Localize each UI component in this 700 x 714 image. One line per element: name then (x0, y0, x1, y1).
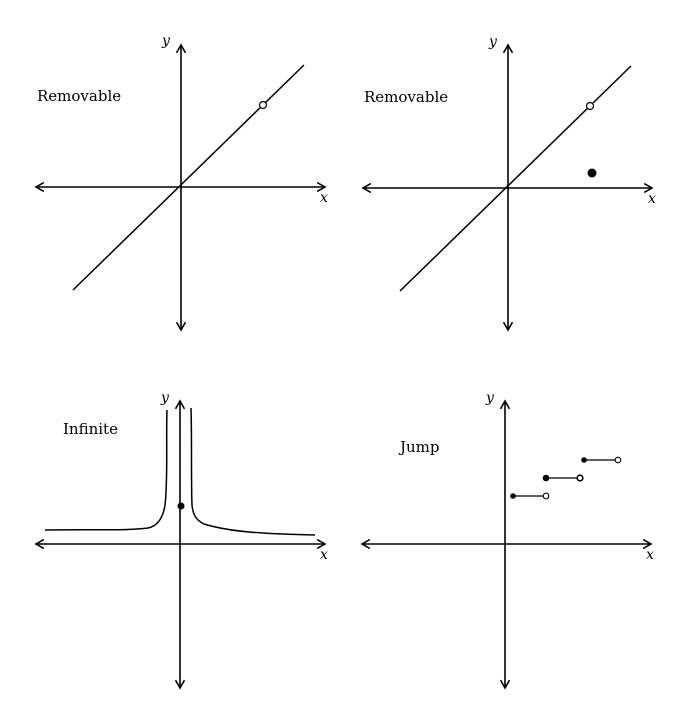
step-1-closed-end (510, 493, 516, 499)
x-axis-label: x (648, 191, 656, 207)
y-axis-label: y (160, 390, 170, 406)
filled-point (587, 168, 597, 178)
y-axis-label: y (485, 390, 495, 406)
panel-infinite: Infinite x y (34, 390, 328, 690)
panel-removable-displaced: Removable x y (361, 34, 656, 332)
open-circle-hole (258, 100, 268, 110)
y-axis-label: y (161, 33, 171, 49)
panel-title: Removable (37, 87, 121, 105)
step-1-open-end (542, 492, 550, 500)
panel-title: Jump (398, 438, 440, 456)
y-axis-label: y (488, 34, 498, 50)
step-2-closed-end (542, 474, 550, 482)
x-axis-label: x (646, 547, 654, 563)
right-asymptotic-branch (190, 407, 316, 536)
open-circle-hole (585, 101, 595, 111)
step-3-closed-end (581, 457, 587, 463)
panel-title: Infinite (63, 420, 118, 438)
filled-point (177, 502, 185, 510)
panel-removable-hole: Removable x y (34, 33, 328, 332)
step-3-open-end (614, 456, 622, 464)
x-axis-label: x (320, 190, 328, 206)
left-asymptotic-branch (44, 409, 168, 531)
x-axis-label: x (320, 547, 328, 563)
step-2-open-end (576, 474, 584, 482)
panel-title: Removable (364, 88, 448, 106)
panel-jump: Jump x y (360, 390, 654, 690)
